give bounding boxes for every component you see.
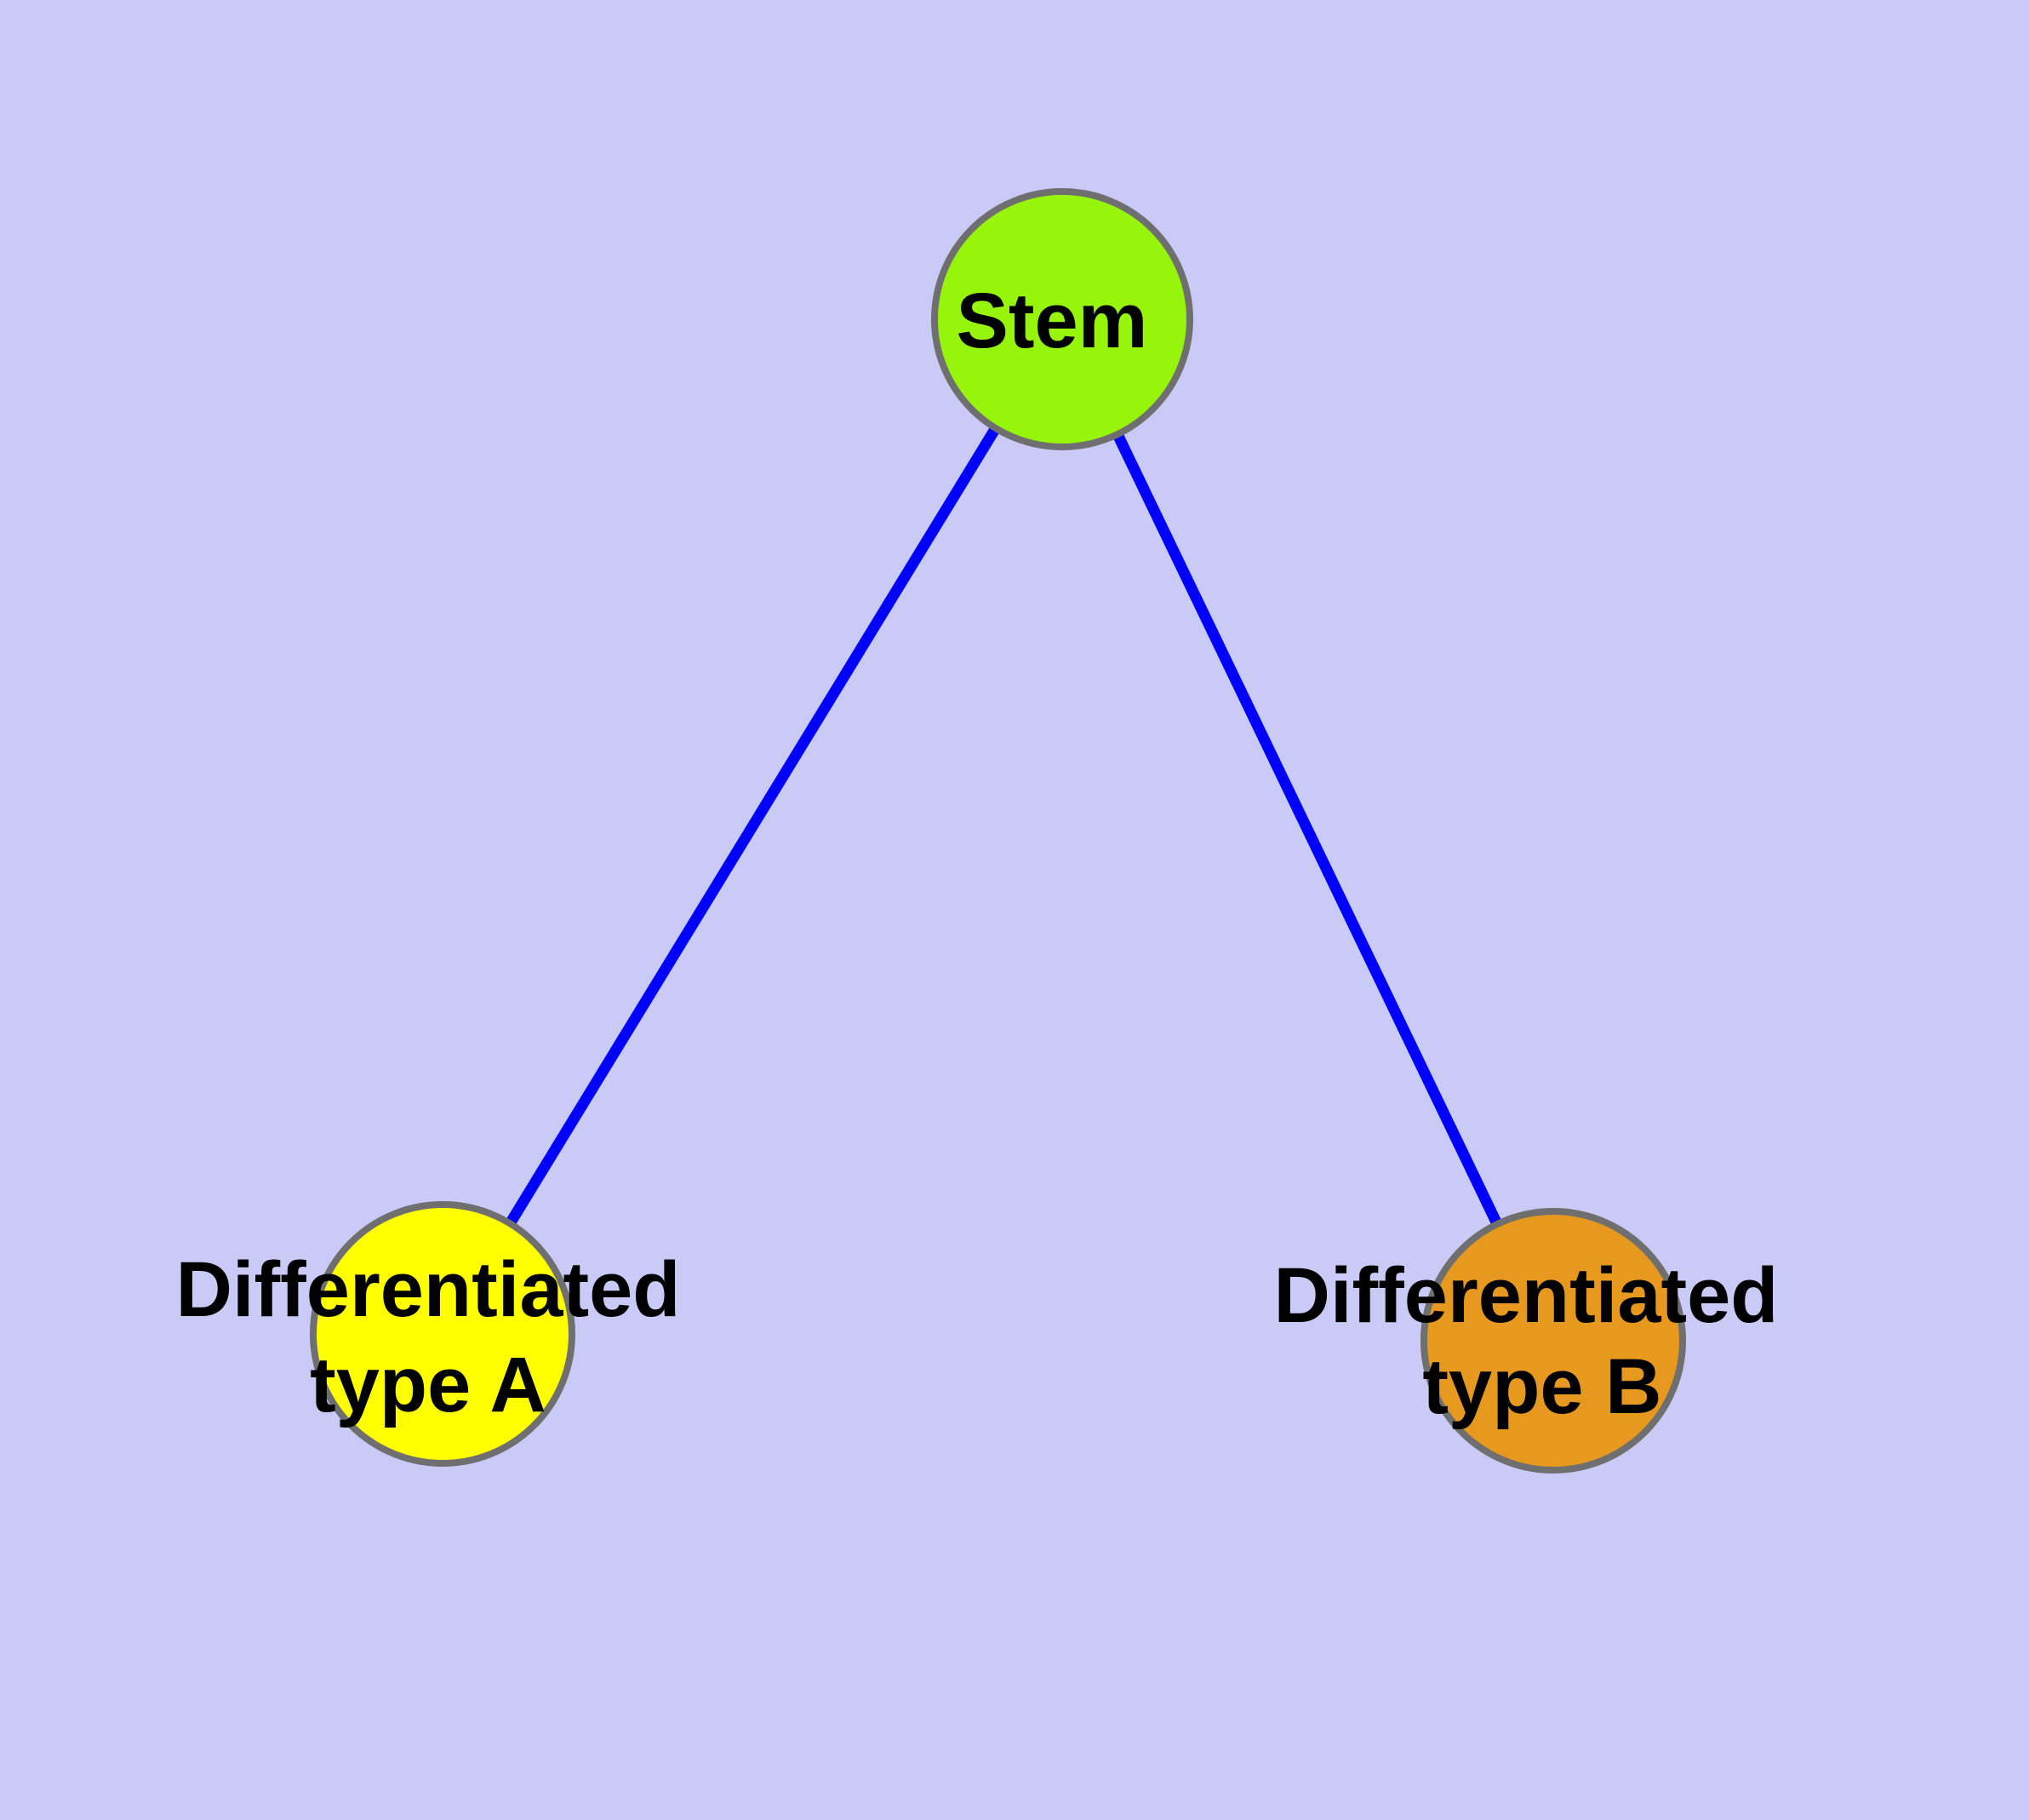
node-stem-label: Stem	[957, 278, 1148, 364]
edge-stem-to-type-a	[437, 316, 1067, 1337]
node-type-a-label-line2: type A	[310, 1342, 546, 1428]
node-layer	[310, 188, 1686, 1474]
node-differentiated-type-a	[310, 1201, 575, 1467]
edge-stem-to-type-b	[1057, 317, 1558, 1343]
node-stem	[931, 188, 1193, 450]
node-type-b-label-line2: type B	[1422, 1343, 1661, 1430]
edge-layer	[437, 316, 1558, 1343]
label-layer: Stem Differentiated type A Differentiate…	[176, 278, 1779, 1430]
node-differentiated-type-b	[1420, 1208, 1686, 1474]
node-type-b-label-line1: Differentiated	[1274, 1252, 1779, 1339]
node-type-a-label-line1: Differentiated	[176, 1246, 681, 1333]
